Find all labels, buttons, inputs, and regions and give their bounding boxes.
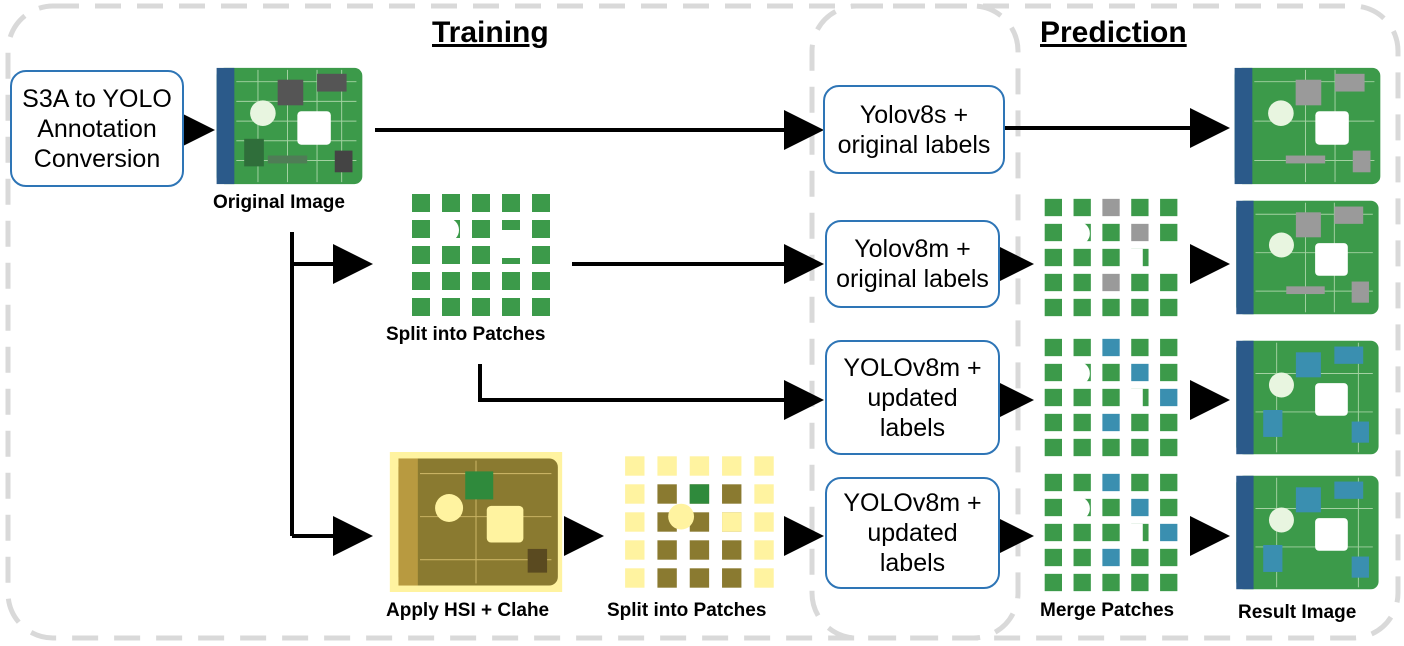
training-frame: [5, 3, 1021, 641]
caption-result-image: Result Image: [1238, 602, 1357, 623]
caption-hsi-clahe: Apply HSI + Clahe: [386, 600, 550, 621]
caption-split-patches-1: Split into Patches: [386, 324, 546, 345]
hsi-clahe-image: [389, 452, 563, 592]
model-box-1: Yolov8s + original labels: [823, 85, 1005, 174]
model-box-2: Yolov8m + original labels: [825, 220, 1000, 308]
merged-patches-4: [1044, 473, 1178, 592]
patches-image-2: [625, 456, 774, 588]
merged-patches-2: [1044, 198, 1178, 317]
model-box-4: YOLOv8m + updated labels: [825, 477, 1000, 589]
conversion-box: S3A to YOLO Annotation Conversion: [10, 70, 184, 187]
result-image-2: [1235, 200, 1380, 315]
model-box-3: YOLOv8m + updated labels: [825, 340, 1000, 455]
arrow-split1-to-model3: [478, 364, 824, 420]
merged-patches-3: [1044, 338, 1178, 457]
result-image-1: [1234, 67, 1381, 185]
training-title: Training: [432, 16, 549, 49]
result-image-4: [1235, 475, 1380, 590]
caption-original-image: Original Image: [213, 192, 345, 213]
result-image-3: [1235, 340, 1380, 455]
prediction-frame: [809, 3, 1401, 641]
original-image: [216, 67, 363, 185]
prediction-title: Prediction: [1040, 16, 1187, 49]
caption-merge-patches: Merge Patches: [1040, 600, 1175, 621]
patches-image-1: [412, 194, 550, 316]
caption-split-patches-2: Split into Patches: [607, 600, 767, 621]
